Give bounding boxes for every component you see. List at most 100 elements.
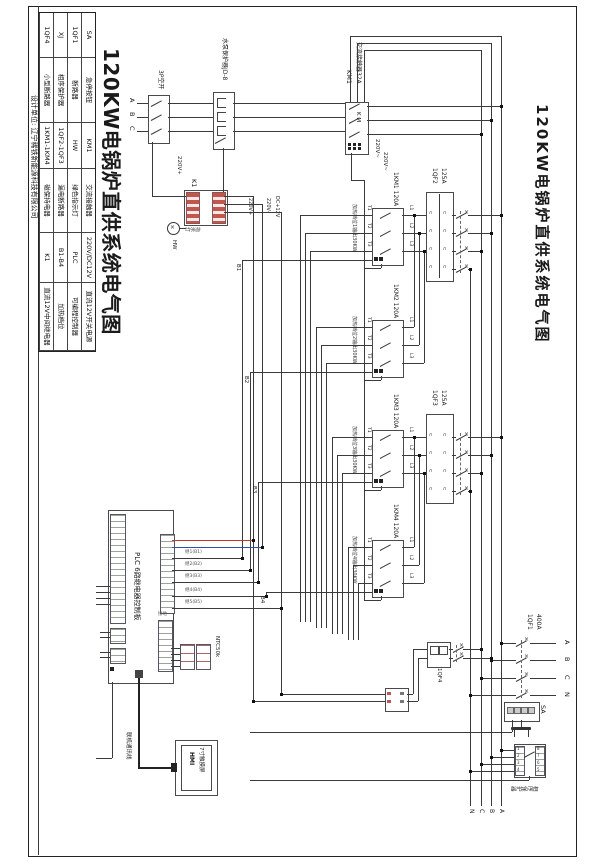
km-block-box bbox=[372, 320, 404, 378]
wire bbox=[530, 660, 556, 661]
relay-output-label: 继2(B2) bbox=[185, 562, 202, 567]
wire bbox=[233, 131, 345, 132]
legend-cell: 交流接触器 bbox=[81, 169, 95, 233]
junction-dot bbox=[500, 105, 503, 108]
signal-wire-blue bbox=[172, 547, 262, 549]
wire bbox=[348, 547, 349, 640]
wire bbox=[470, 771, 514, 772]
wire bbox=[321, 345, 322, 628]
wire bbox=[491, 43, 492, 806]
junction-dot bbox=[490, 657, 493, 660]
wire bbox=[468, 215, 501, 216]
wire bbox=[96, 604, 110, 605]
wire bbox=[100, 652, 110, 653]
km1-terminal-dot bbox=[358, 147, 361, 150]
phase-c-label: C bbox=[128, 126, 136, 131]
wire bbox=[367, 120, 491, 121]
title-strip-divider bbox=[38, 6, 39, 855]
legend-cell: 断路器 bbox=[67, 58, 81, 123]
wire bbox=[468, 473, 481, 474]
pole-x-mark: × bbox=[464, 449, 470, 456]
xj-terminal-number: 2 bbox=[517, 753, 520, 758]
psu-terminal bbox=[387, 692, 391, 695]
wire bbox=[364, 268, 381, 269]
wire bbox=[367, 134, 481, 135]
plc-left-aux-block bbox=[110, 628, 126, 644]
v220-out2-label: 220V~ bbox=[382, 152, 388, 171]
breaker-hook-icon: ∩ bbox=[429, 486, 433, 492]
relay-output-label: 继3(B3) bbox=[185, 574, 202, 579]
wire bbox=[100, 632, 110, 633]
terminal-t-label: T3 bbox=[366, 241, 371, 247]
relay-output-label: 继5(B5) bbox=[185, 600, 202, 605]
pump-protector-label: 水泵保护器JD-8 bbox=[221, 38, 228, 81]
junction-dot bbox=[413, 436, 416, 439]
wire bbox=[172, 582, 258, 583]
km-block-name: 1KM3 120A bbox=[392, 394, 399, 429]
wire bbox=[152, 196, 186, 197]
psu-terminal bbox=[400, 692, 404, 695]
wire bbox=[413, 649, 427, 650]
wire bbox=[402, 583, 424, 584]
wire bbox=[407, 701, 418, 702]
wire bbox=[530, 643, 556, 644]
wire bbox=[481, 50, 482, 806]
plc-left-terminal-strip bbox=[110, 514, 126, 624]
wire bbox=[512, 720, 513, 732]
km1-name-label: KM1 bbox=[345, 70, 353, 85]
wire bbox=[530, 695, 556, 696]
wire bbox=[172, 596, 266, 597]
trip-bar-dashed bbox=[521, 640, 522, 698]
wire bbox=[364, 180, 365, 600]
terminal-t-label: T3 bbox=[366, 573, 371, 579]
pole-x-mark: × bbox=[464, 485, 470, 492]
wire bbox=[258, 482, 259, 582]
wire bbox=[342, 473, 343, 634]
breaker-3p-box bbox=[148, 95, 170, 144]
wire bbox=[501, 643, 516, 644]
psu-box bbox=[385, 688, 409, 712]
trip-bar-dashed bbox=[456, 645, 457, 662]
wire bbox=[168, 103, 213, 104]
breaker-hook-icon: ∩ bbox=[443, 264, 447, 270]
drawing-border bbox=[28, 6, 577, 857]
pump-protector-box bbox=[213, 92, 235, 150]
bus-phase-label: N bbox=[468, 809, 475, 814]
qf3-amp-label: 125A bbox=[440, 390, 447, 406]
wire bbox=[491, 660, 516, 661]
wire bbox=[258, 482, 372, 483]
km-block-output-label: 加热档位2输出30KW bbox=[351, 316, 357, 364]
terminal-l-label: L1 bbox=[408, 537, 413, 543]
breaker-3p-label: 3P空开 bbox=[157, 70, 164, 90]
hmi-desc-label: 7寸触摸屏 bbox=[198, 747, 204, 773]
bus-phase-label: B bbox=[488, 809, 495, 814]
legend-cell: 急停按钮 bbox=[81, 58, 95, 123]
junction-dot bbox=[261, 546, 264, 549]
plc-ground-label: 接地 bbox=[158, 612, 167, 617]
wire bbox=[351, 180, 364, 181]
wire bbox=[381, 486, 382, 490]
breaker-hook-icon: ∩ bbox=[429, 264, 433, 270]
wire bbox=[357, 43, 358, 102]
indicator-label: 灯示指 bbox=[184, 226, 201, 233]
terminal-l-label: L3 bbox=[408, 353, 413, 359]
plc-right-terminal-strip2 bbox=[158, 620, 173, 672]
wire bbox=[414, 215, 415, 327]
k1-label: K1 bbox=[190, 179, 198, 188]
wire bbox=[348, 547, 372, 548]
comm-plug-icon bbox=[171, 763, 177, 772]
wire bbox=[266, 592, 372, 593]
km-block-box bbox=[372, 540, 404, 598]
wire bbox=[172, 570, 250, 571]
wire bbox=[223, 148, 224, 192]
wire bbox=[364, 50, 481, 51]
breaker-hook-icon: ∩ bbox=[429, 210, 433, 216]
terminal-l-label: L3 bbox=[408, 463, 413, 469]
legend-cell: KM1 bbox=[81, 123, 95, 169]
legend-cell: 相序保护器 bbox=[53, 58, 67, 123]
terminal-t-label: T1 bbox=[366, 317, 371, 323]
sa-terminal bbox=[507, 707, 514, 714]
wire bbox=[233, 103, 345, 104]
km-block-name: 1KM2 120A bbox=[392, 284, 399, 319]
junction-dot bbox=[480, 677, 483, 680]
